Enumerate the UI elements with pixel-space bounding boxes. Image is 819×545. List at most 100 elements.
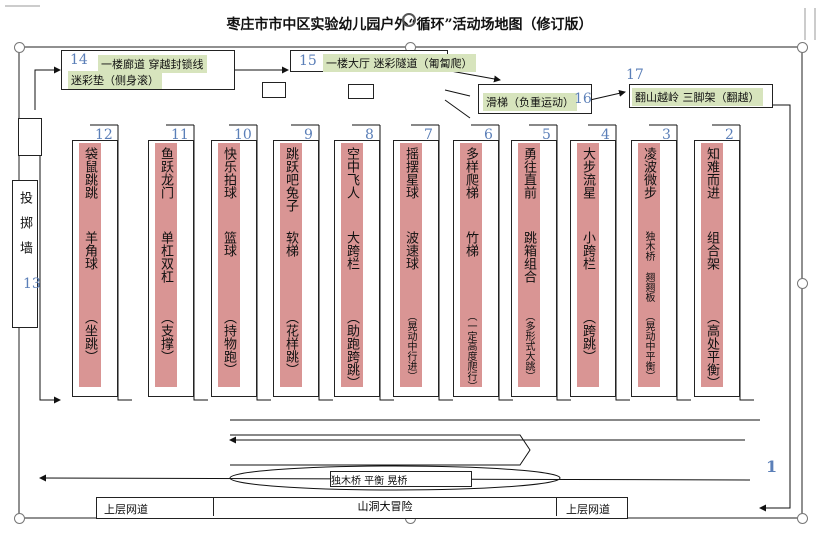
area-17: 17 翻山越岭 三脚架（翻越） bbox=[626, 68, 773, 108]
station-number: 11 bbox=[171, 127, 189, 143]
station-8: 空中飞人大跨栏（助跑跨跳）8 bbox=[334, 128, 380, 397]
area-16: 滑梯（负重运动） 16 bbox=[478, 84, 592, 114]
station-panel bbox=[638, 143, 660, 387]
station-number: 9 bbox=[304, 127, 313, 143]
resize-handle[interactable] bbox=[797, 513, 808, 524]
station-end: （助跑跨跳） bbox=[344, 311, 359, 389]
connector-arrow bbox=[229, 124, 271, 401]
connector-arrow bbox=[649, 124, 691, 401]
station-end: （跨跳） bbox=[580, 311, 595, 363]
area-number: 17 bbox=[626, 67, 644, 83]
net-left-label: 上层网道 bbox=[104, 503, 148, 516]
connector-arrow bbox=[90, 124, 132, 401]
blank-box bbox=[262, 82, 286, 98]
station-end: （高处平衡） bbox=[704, 311, 719, 389]
area-13: 投掷墙 13 bbox=[12, 180, 41, 328]
rotate-handle-icon[interactable] bbox=[402, 13, 416, 27]
area-label: 投掷墙 bbox=[17, 191, 32, 266]
station-panel bbox=[577, 143, 599, 387]
connector-arrow bbox=[352, 124, 394, 401]
station-mid: 竹梯 bbox=[463, 231, 478, 257]
connector-arrow bbox=[529, 124, 571, 401]
cave-label: 山洞大冒险 bbox=[213, 498, 557, 516]
station-panel bbox=[280, 143, 302, 387]
station-main: 勇往直前 bbox=[521, 147, 536, 199]
station-number: 12 bbox=[95, 127, 113, 143]
area-number: 1 bbox=[766, 457, 778, 476]
resize-handle[interactable] bbox=[14, 42, 25, 53]
station-mid: 独木桥 翘翘板 bbox=[643, 231, 654, 302]
station-panel bbox=[218, 143, 240, 387]
station-number: 3 bbox=[662, 127, 671, 143]
area-label: 迷彩垫（侧身滚） bbox=[68, 71, 162, 89]
bottom-strip: 上层网道 山洞大冒险 上层网道 bbox=[96, 497, 628, 519]
station-panel bbox=[155, 143, 177, 387]
station-main: 袋鼠跳跳 bbox=[82, 147, 97, 199]
area-label: 一楼大厅 迷彩隧道（匍匐爬） bbox=[323, 54, 476, 72]
station-main: 知难而进 bbox=[704, 147, 719, 199]
connector-arrow bbox=[291, 124, 333, 401]
station-main: 跳跃吧兔子 bbox=[283, 147, 298, 212]
area-label: 翻山越岭 三脚架（翻越） bbox=[632, 88, 763, 106]
station-number: 7 bbox=[424, 127, 433, 143]
station-main: 摇摆星球 bbox=[403, 147, 418, 199]
station-mid: 跳箱组合 bbox=[521, 231, 536, 283]
station-panel bbox=[79, 143, 101, 387]
station-mid: 组合架 bbox=[704, 231, 719, 270]
station-main: 空中飞人 bbox=[344, 147, 359, 199]
resize-handle[interactable] bbox=[797, 278, 808, 289]
station-main: 大步流星 bbox=[580, 147, 595, 199]
station-number: 6 bbox=[484, 127, 493, 143]
station-main: 多样爬梯 bbox=[463, 147, 478, 199]
station-7: 摇摆星球波速球 （晃动中行进） 7 bbox=[393, 128, 439, 397]
station-end: （坐跳） bbox=[82, 311, 97, 363]
area-label: 一楼廊道 穿越封锁线 bbox=[98, 55, 207, 73]
station-end: （晃动中行进） bbox=[405, 311, 416, 381]
station-panel bbox=[701, 143, 723, 387]
station-end: （支撑） bbox=[158, 311, 173, 363]
station-3: 凌波微步独木桥 翘翘板（晃动中平衡）3 bbox=[631, 128, 677, 397]
station-end: （多形式大跳） bbox=[523, 311, 534, 381]
area-number: 14 bbox=[70, 52, 88, 68]
station-mid: 大跨栏 bbox=[344, 231, 359, 270]
station-mid: 羊角球 bbox=[82, 231, 97, 270]
station-5: 勇往直前跳箱组合（多形式大跳）5 bbox=[511, 128, 557, 397]
area-13-top bbox=[18, 118, 42, 156]
station-end: （一定高度爬行） bbox=[465, 311, 476, 391]
area-15: 15 一楼大厅 迷彩隧道（匍匐爬） bbox=[290, 50, 476, 72]
station-end: （花样跳） bbox=[283, 311, 298, 376]
resize-handle[interactable] bbox=[14, 513, 25, 524]
station-mid: 波速球 bbox=[403, 231, 418, 270]
station-number: 2 bbox=[725, 127, 734, 143]
area-number: 15 bbox=[299, 53, 317, 69]
station-mid: 软梯 bbox=[283, 231, 298, 257]
blank-box bbox=[348, 84, 374, 99]
area-number: 13 bbox=[23, 276, 41, 292]
station-6: 多样爬梯竹梯 （一定高度爬行） 6 bbox=[453, 128, 499, 397]
station-panel bbox=[460, 143, 482, 387]
station-panel bbox=[341, 143, 363, 387]
connector-arrow bbox=[712, 124, 754, 401]
connector-arrow bbox=[588, 124, 630, 401]
station-2: 知难而进组合架 （高处平衡） 2 bbox=[694, 128, 740, 397]
station-10: 快乐拍球篮球（持物跑）10 bbox=[211, 128, 257, 397]
station-4: 大步流星小跨栏 （跨跳） 4 bbox=[570, 128, 616, 397]
station-number: 4 bbox=[601, 127, 610, 143]
resize-handle[interactable] bbox=[797, 42, 808, 53]
station-panel bbox=[518, 143, 540, 387]
bridge-label: 独木桥 平衡 晃桥 bbox=[330, 471, 472, 487]
net-right-label: 上层网道 bbox=[566, 503, 610, 516]
station-mid: 小跨栏 bbox=[580, 231, 595, 270]
station-panel bbox=[400, 143, 422, 387]
station-12: 袋鼠跳跳羊角球 （坐跳） 12 bbox=[72, 128, 118, 397]
station-main: 快乐拍球 bbox=[221, 147, 236, 199]
station-mid: 篮球 bbox=[221, 231, 236, 257]
area-label: 滑梯（负重运动） bbox=[483, 93, 577, 111]
connector-arrow bbox=[166, 124, 208, 401]
connector-arrow bbox=[471, 124, 513, 401]
station-mid: 单杠双杠 bbox=[158, 231, 173, 283]
station-main: 凌波微步 bbox=[641, 147, 656, 199]
station-number: 10 bbox=[234, 127, 252, 143]
area-14: 14 一楼廊道 穿越封锁线 迷彩垫（侧身滚） bbox=[61, 50, 235, 90]
